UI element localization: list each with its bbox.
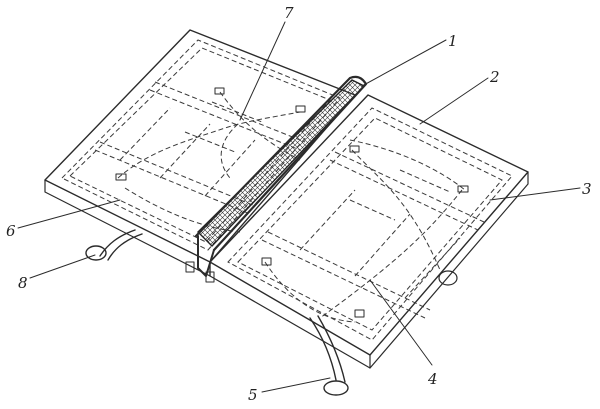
callout-8: 8 bbox=[18, 274, 28, 292]
callout-7: 7 bbox=[284, 4, 294, 22]
callout-2: 2 bbox=[489, 68, 500, 86]
support-legs bbox=[85, 229, 458, 396]
right-table-half bbox=[209, 94, 529, 369]
callout-3: 3 bbox=[582, 180, 592, 198]
hinge-brackets bbox=[115, 87, 469, 318]
left-table-half bbox=[44, 29, 356, 277]
callout-4: 4 bbox=[427, 370, 438, 388]
callout-labels: 1 2 3 4 5 6 7 8 bbox=[6, 4, 592, 404]
callout-6: 6 bbox=[6, 222, 16, 240]
net bbox=[185, 75, 368, 283]
callout-5: 5 bbox=[248, 386, 258, 404]
callout-1: 1 bbox=[448, 32, 458, 50]
leader-lines bbox=[17, 21, 581, 393]
folding-frame bbox=[117, 91, 466, 323]
